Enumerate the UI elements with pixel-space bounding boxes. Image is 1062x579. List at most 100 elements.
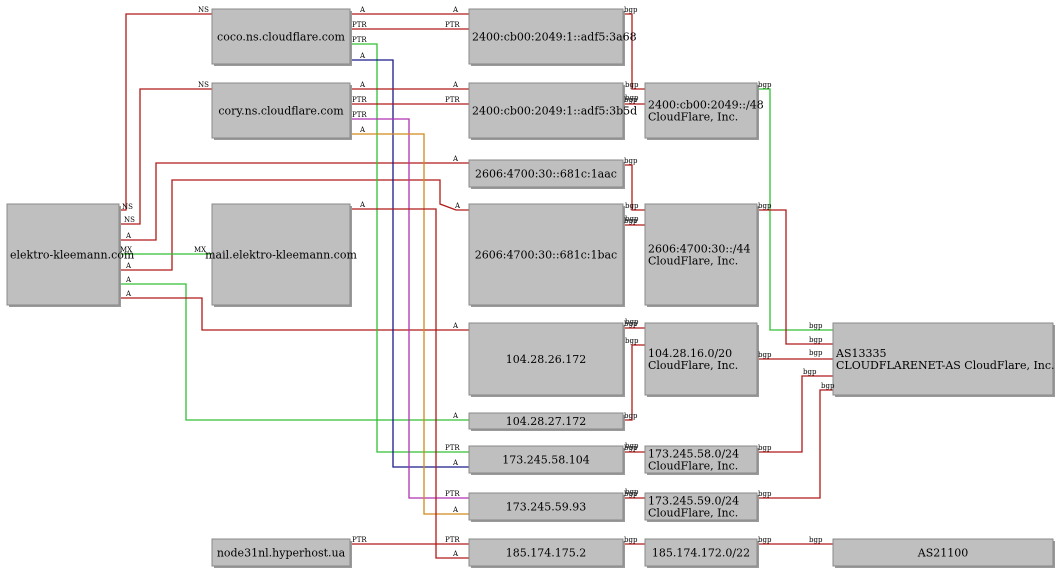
edge-label: NS	[198, 6, 209, 14]
edge-label: bgp	[624, 320, 638, 328]
node-label: AS13335	[835, 347, 886, 360]
edge-label: PTR	[352, 536, 367, 544]
node-label: 2400:cb00:2049::/48	[648, 99, 764, 112]
edge-label: NS	[122, 203, 133, 211]
edge-label: bgp	[758, 81, 772, 89]
edge-label: bgp	[758, 490, 772, 498]
edge-label: A	[452, 506, 459, 514]
node-box	[644, 538, 758, 567]
node-label: CloudFlare, Inc.	[648, 359, 738, 372]
edge-label: A	[359, 201, 366, 209]
node-ns-cory: cory.ns.cloudflare.com	[211, 82, 352, 140]
edge-label: A	[125, 290, 132, 298]
edge-label: bgp	[625, 94, 639, 102]
node-label: node31nl.hyperhost.ua	[217, 547, 346, 560]
node-label: 104.28.27.172	[506, 415, 586, 428]
node-label: CloudFlare, Inc.	[648, 111, 738, 124]
node-label: 185.174.172.0/22	[652, 547, 750, 560]
edge-label: A	[452, 155, 459, 163]
edge-label: bgp	[758, 444, 772, 452]
node-box	[644, 322, 758, 396]
node-label: 2606:4700:30::681c:1bac	[475, 249, 617, 262]
edge-label: bgp	[758, 536, 772, 544]
edge-label: NS	[124, 216, 135, 224]
edge-label: bgp	[625, 202, 639, 210]
edge-label: bgp	[625, 81, 639, 89]
edge-label: bgp	[624, 412, 638, 420]
node-box	[211, 8, 351, 65]
node-box	[211, 82, 351, 139]
edge-label: MX	[194, 246, 206, 254]
node-box	[211, 538, 351, 567]
node-box	[468, 445, 624, 474]
edge-label: A	[359, 126, 366, 134]
edge-label: bgp	[625, 215, 639, 223]
edge-label: A	[454, 202, 461, 210]
node-box	[468, 538, 624, 567]
edge-domain-a-26172	[119, 297, 469, 331]
node-box	[468, 159, 624, 188]
edge-label: PTR	[352, 111, 367, 119]
edge-label: PTR	[445, 536, 460, 544]
edge-label: PTR	[352, 96, 367, 104]
edge-label: PTR	[445, 21, 460, 29]
node-ip6-3a68: 2400:cb00:2049:1::adf5:3a68	[468, 8, 637, 66]
node-box	[644, 492, 758, 521]
edge-label: bgp	[624, 536, 638, 544]
node-ip-5993: 173.245.59.93	[468, 492, 625, 522]
node-mail: mail.elektro-kleemann.com	[205, 203, 357, 307]
node-ns-coco: coco.ns.cloudflare.com	[211, 8, 352, 66]
node-label: 173.245.59.0/24	[648, 495, 739, 508]
edge-label: PTR	[445, 96, 460, 104]
edge-label: NS	[198, 81, 209, 89]
node-label: CloudFlare, Inc.	[648, 507, 738, 520]
node-box	[468, 203, 624, 306]
node-ip-27172: 104.28.27.172	[468, 412, 625, 431]
edge-label: A	[359, 81, 366, 89]
edge-label: bgp	[809, 322, 823, 330]
node-ip-26172: 104.28.26.172	[468, 322, 625, 397]
edge-label: PTR	[445, 490, 460, 498]
edge-label: bgp	[809, 536, 823, 544]
edge-label: bgp	[625, 488, 639, 496]
node-ip6-1aac: 2606:4700:30::681c:1aac	[468, 159, 625, 189]
node-box	[468, 322, 624, 396]
node-label: 104.28.26.172	[506, 353, 586, 366]
node-label: CloudFlare, Inc.	[648, 460, 738, 473]
node-box	[644, 82, 758, 139]
edge-label: bgp	[803, 368, 817, 376]
node-box	[832, 322, 1054, 396]
edge-label: bgp	[624, 490, 638, 498]
edge-2606-bgp-as13335	[757, 209, 833, 345]
edge-label: MX	[120, 246, 132, 254]
edge-1aac-bgp-2606	[623, 164, 645, 211]
edge-label: A	[359, 52, 366, 60]
node-box	[468, 82, 624, 139]
edge-label: PTR	[352, 36, 367, 44]
edge-label: A	[452, 81, 459, 89]
edge-label: bgp	[809, 336, 823, 344]
edge-domain-ns-coco	[119, 13, 212, 211]
edge-domain-a-1bac	[119, 179, 469, 271]
node-ip-58104: 173.245.58.104	[468, 445, 625, 475]
edge-label: A	[125, 262, 132, 270]
edge-label: bgp	[809, 349, 823, 357]
node-label: 185.174.175.2	[506, 547, 586, 560]
node-label: 2606:4700:30::681c:1aac	[475, 168, 617, 181]
nodes-layer: elektro-kleemann.comcoco.ns.cloudflare.c…	[6, 8, 1055, 568]
node-ip-1752: 185.174.175.2	[468, 538, 625, 568]
node-label: CloudFlare, Inc.	[648, 255, 738, 268]
node-box	[468, 492, 624, 521]
edge-label: PTR	[445, 444, 460, 452]
node-ip6-3b5d: 2400:cb00:2049:1::adf5:3b5d	[468, 82, 637, 140]
node-label: CLOUDFLARENET-AS CloudFlare, Inc.	[836, 359, 1055, 372]
node-label: 2606:4700:30::/44	[648, 243, 751, 256]
node-ip6-1bac: 2606:4700:30::681c:1bac	[468, 203, 625, 307]
